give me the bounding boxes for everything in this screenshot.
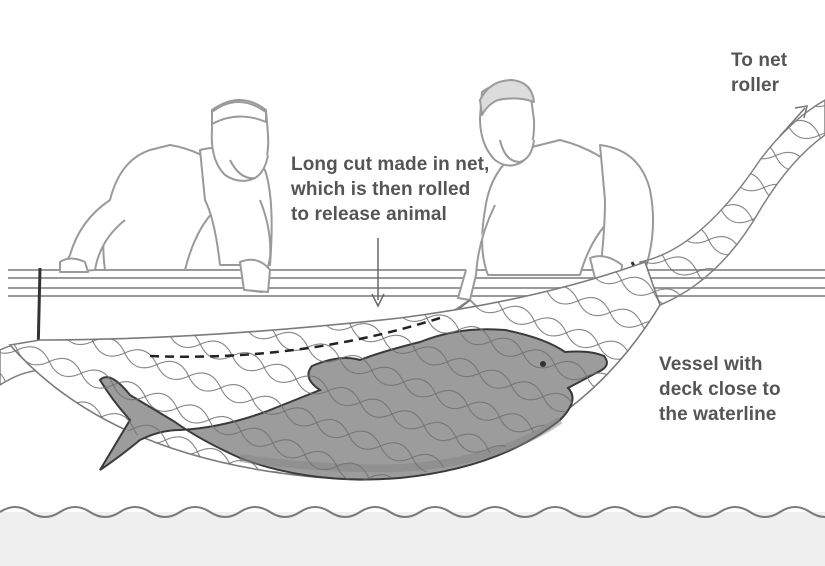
cut-annotation: Long cut made in net, which is then roll…	[291, 152, 489, 227]
vessel-annotation-line-2: deck close to	[659, 377, 781, 402]
vessel-annotation-line-1: Vessel with	[659, 352, 781, 377]
roller-annotation: To net roller	[731, 48, 787, 98]
net-to-roller	[632, 100, 825, 312]
vessel-annotation-line-3: the waterline	[659, 402, 781, 427]
cut-annotation-line-2: which is then rolled	[291, 177, 489, 202]
vessel-annotation: Vessel with deck close to the waterline	[659, 352, 781, 427]
roller-annotation-line-2: roller	[731, 73, 787, 98]
cut-annotation-line-1: Long cut made in net,	[291, 152, 489, 177]
roller-annotation-line-1: To net	[731, 48, 787, 73]
fisherman-left	[60, 100, 272, 292]
water	[0, 507, 825, 566]
cut-annotation-line-3: to release animal	[291, 202, 489, 227]
